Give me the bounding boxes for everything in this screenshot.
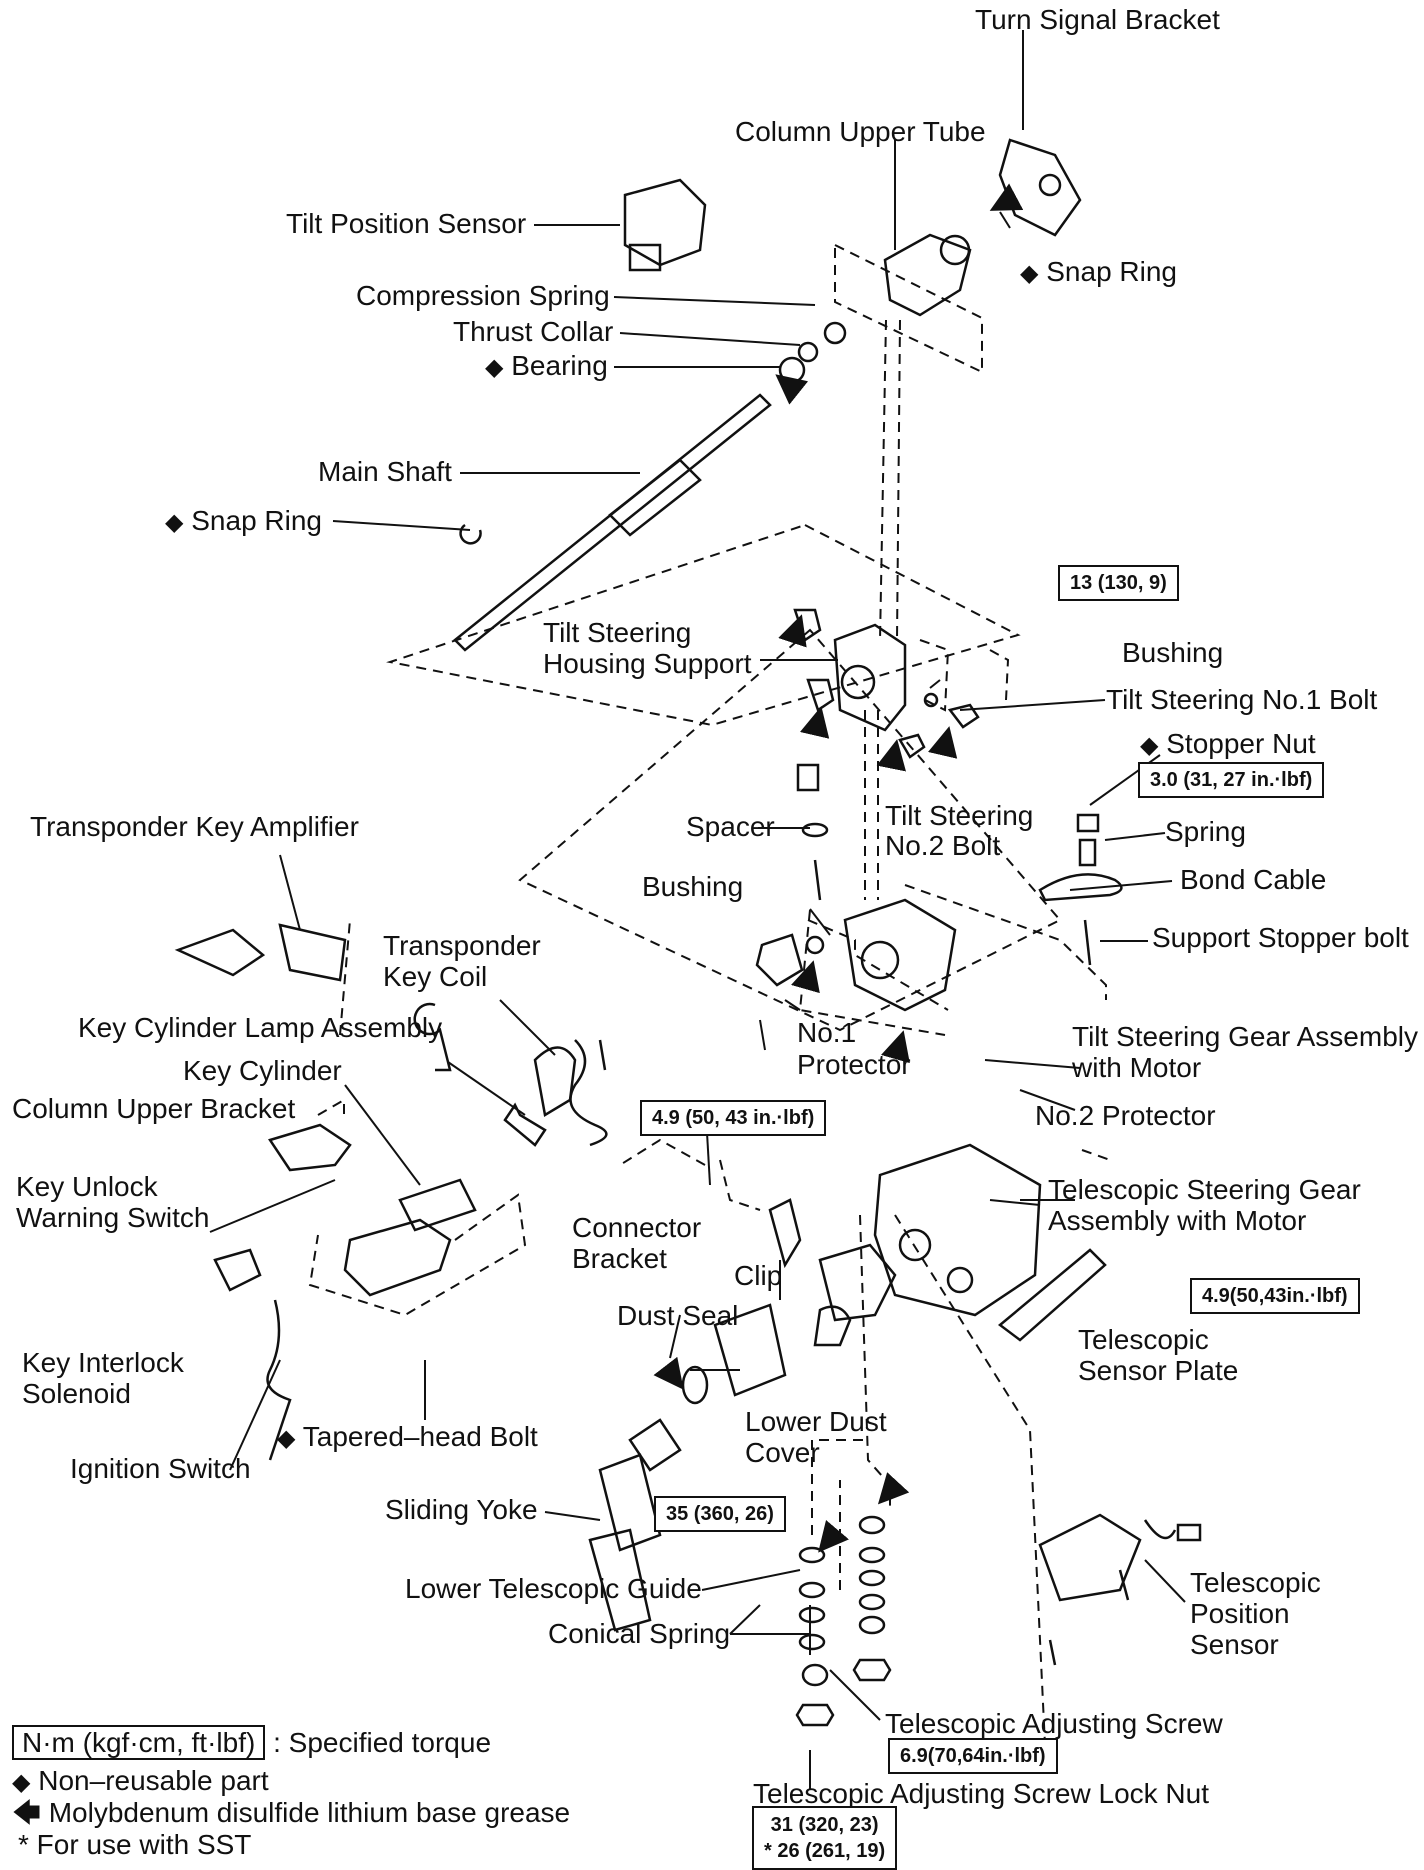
label-telescopic-sensor-plate-2: Sensor Plate xyxy=(1078,1355,1239,1386)
tapered-head-bolt-text: Tapered–head Bolt xyxy=(302,1421,538,1452)
label-stopper-nut: ◆ Stopper Nut xyxy=(1140,728,1316,762)
label-snap-ring-upper: ◆ Snap Ring xyxy=(1020,256,1177,290)
label-tapered-head-bolt: ◆ Tapered–head Bolt xyxy=(277,1421,538,1455)
label-lower-dust-cover-2: Cover xyxy=(745,1437,820,1468)
legend-torque: N·m (kgf·cm, ft·lbf) : Specified torque xyxy=(12,1725,492,1760)
torque-box-6-9: 6.9(70,64in.·lbf) xyxy=(888,1738,1058,1774)
label-connector-bracket-1: Connector xyxy=(572,1212,702,1243)
label-telescopic-position-sensor-3: Sensor xyxy=(1190,1629,1279,1660)
label-bushing-lower: Bushing xyxy=(642,871,744,902)
torque-box-35: 35 (360, 26) xyxy=(654,1496,786,1532)
label-conical-spring: Conical Spring xyxy=(548,1618,731,1649)
label-key-interlock-solenoid-2: Solenoid xyxy=(22,1378,131,1409)
legend-torque-box: N·m (kgf·cm, ft·lbf) xyxy=(12,1725,266,1760)
legend-grease-text: Molybdenum disulfide lithium base grease xyxy=(48,1797,571,1828)
label-bushing-upper: Bushing xyxy=(1122,637,1224,668)
label-key-unlock-warning-switch-2: Warning Switch xyxy=(16,1202,210,1233)
label-key-cylinder: Key Cylinder xyxy=(183,1055,342,1086)
label-telescopic-position-sensor-1: Telescopic xyxy=(1190,1567,1321,1598)
label-key-cylinder-lamp-assembly: Key Cylinder Lamp Assembly xyxy=(78,1012,443,1043)
stopper-nut-text: Stopper Nut xyxy=(1166,728,1316,759)
label-bearing: ◆ Bearing xyxy=(485,350,608,384)
label-tilt-steering-gear-assembly-2: with Motor xyxy=(1072,1052,1202,1083)
label-thrust-collar: Thrust Collar xyxy=(453,316,614,347)
part-sketches xyxy=(174,138,1202,1727)
label-lower-telescopic-guide: Lower Telescopic Guide xyxy=(405,1573,702,1604)
label-bond-cable: Bond Cable xyxy=(1180,864,1327,895)
label-no1-protector-2: Protector xyxy=(797,1049,911,1080)
label-key-interlock-solenoid-1: Key Interlock xyxy=(22,1347,184,1378)
label-spring: Spring xyxy=(1165,816,1246,847)
snap-ring-lower-text: Snap Ring xyxy=(191,505,323,536)
label-snap-ring-lower: ◆ Snap Ring xyxy=(165,505,322,539)
label-no1-protector-1: No.1 xyxy=(797,1017,857,1048)
conical-spring-stack xyxy=(795,1515,892,1727)
label-main-shaft: Main Shaft xyxy=(318,456,452,487)
label-compression-spring: Compression Spring xyxy=(356,280,610,311)
label-support-stopper-bolt: Support Stopper bolt xyxy=(1152,922,1409,953)
diamond-icon: ◆ xyxy=(277,1425,296,1452)
diamond-icon: ◆ xyxy=(165,509,184,536)
label-key-unlock-warning-switch-1: Key Unlock xyxy=(16,1171,158,1202)
label-transponder-key-coil-1: Transponder xyxy=(383,930,541,961)
label-dust-seal: Dust Seal xyxy=(617,1300,739,1331)
label-tilt-steering-no2-bolt-1: Tilt Steering xyxy=(885,800,1034,831)
label-no2-protector: No.2 Protector xyxy=(1035,1100,1216,1131)
bearing-text: Bearing xyxy=(511,350,608,381)
label-spacer: Spacer xyxy=(686,811,775,842)
torque-box-4-9-sensor: 4.9(50,43in.·lbf) xyxy=(1190,1278,1360,1314)
label-column-upper-bracket: Column Upper Bracket xyxy=(12,1093,296,1124)
torque-box-4-9-connector: 4.9 (50, 43 in.·lbf) xyxy=(640,1100,827,1136)
label-column-upper-tube: Column Upper Tube xyxy=(735,116,986,147)
label-telescopic-sensor-plate-1: Telescopic xyxy=(1078,1324,1209,1355)
label-turn-signal-bracket: Turn Signal Bracket xyxy=(975,4,1220,35)
torque-lock-nut-standard: 31 (320, 23) xyxy=(770,1814,879,1836)
label-clip: Clip xyxy=(734,1260,783,1291)
label-tilt-position-sensor: Tilt Position Sensor xyxy=(286,208,527,239)
label-tilt-steering-no1-bolt: Tilt Steering No.1 Bolt xyxy=(1106,684,1378,715)
label-tilt-steering-housing-support-1: Tilt Steering xyxy=(543,617,692,648)
label-transponder-key-coil-2: Key Coil xyxy=(383,961,488,992)
label-tilt-steering-no2-bolt-2: No.2 Bolt xyxy=(885,830,1001,861)
torque-box-lock-nut: 31 (320, 23) * 26 (261, 19) xyxy=(752,1806,898,1870)
label-telescopic-steering-gear-2: Assembly with Motor xyxy=(1048,1205,1307,1236)
leader-lines xyxy=(209,30,1186,1790)
legend-non-reusable: ◆ Non–reusable part xyxy=(12,1764,269,1800)
label-sliding-yoke: Sliding Yoke xyxy=(385,1494,538,1525)
grease-arrow-icon: 🡄 xyxy=(12,1797,41,1828)
label-telescopic-adjusting-screw: Telescopic Adjusting Screw xyxy=(885,1708,1223,1739)
legend-grease: 🡄 Molybdenum disulfide lithium base grea… xyxy=(12,1796,570,1830)
label-telescopic-adjusting-screw-lock-nut: Telescopic Adjusting Screw Lock Nut xyxy=(753,1778,1209,1809)
torque-box-3-0: 3.0 (31, 27 in.·lbf) xyxy=(1138,762,1325,798)
diamond-icon: ◆ xyxy=(12,1769,31,1796)
torque-lock-nut-sst: * 26 (261, 19) xyxy=(764,1840,886,1862)
label-telescopic-steering-gear-1: Telescopic Steering Gear xyxy=(1048,1174,1361,1205)
label-lower-dust-cover-1: Lower Dust xyxy=(745,1406,887,1437)
torque-box-13: 13 (130, 9) xyxy=(1058,565,1179,601)
label-transponder-key-amplifier: Transponder Key Amplifier xyxy=(30,811,359,842)
label-telescopic-position-sensor-2: Position xyxy=(1190,1598,1290,1629)
legend-sst: * For use with SST xyxy=(18,1829,252,1860)
label-ignition-switch: Ignition Switch xyxy=(70,1453,251,1484)
diamond-icon: ◆ xyxy=(1140,732,1159,759)
label-connector-bracket-2: Bracket xyxy=(572,1243,667,1274)
label-tilt-steering-housing-support-2: Housing Support xyxy=(543,648,752,679)
snap-ring-upper-text: Snap Ring xyxy=(1046,256,1178,287)
legend-torque-text: : Specified torque xyxy=(273,1727,492,1758)
label-tilt-steering-gear-assembly-1: Tilt Steering Gear Assembly xyxy=(1072,1021,1418,1052)
diamond-icon: ◆ xyxy=(485,354,504,381)
dashed-guide-lines xyxy=(308,243,1111,1746)
legend-non-reusable-text: Non–reusable part xyxy=(38,1765,269,1796)
grease-arrow-icon xyxy=(653,183,1024,1553)
diamond-icon: ◆ xyxy=(1020,260,1039,287)
